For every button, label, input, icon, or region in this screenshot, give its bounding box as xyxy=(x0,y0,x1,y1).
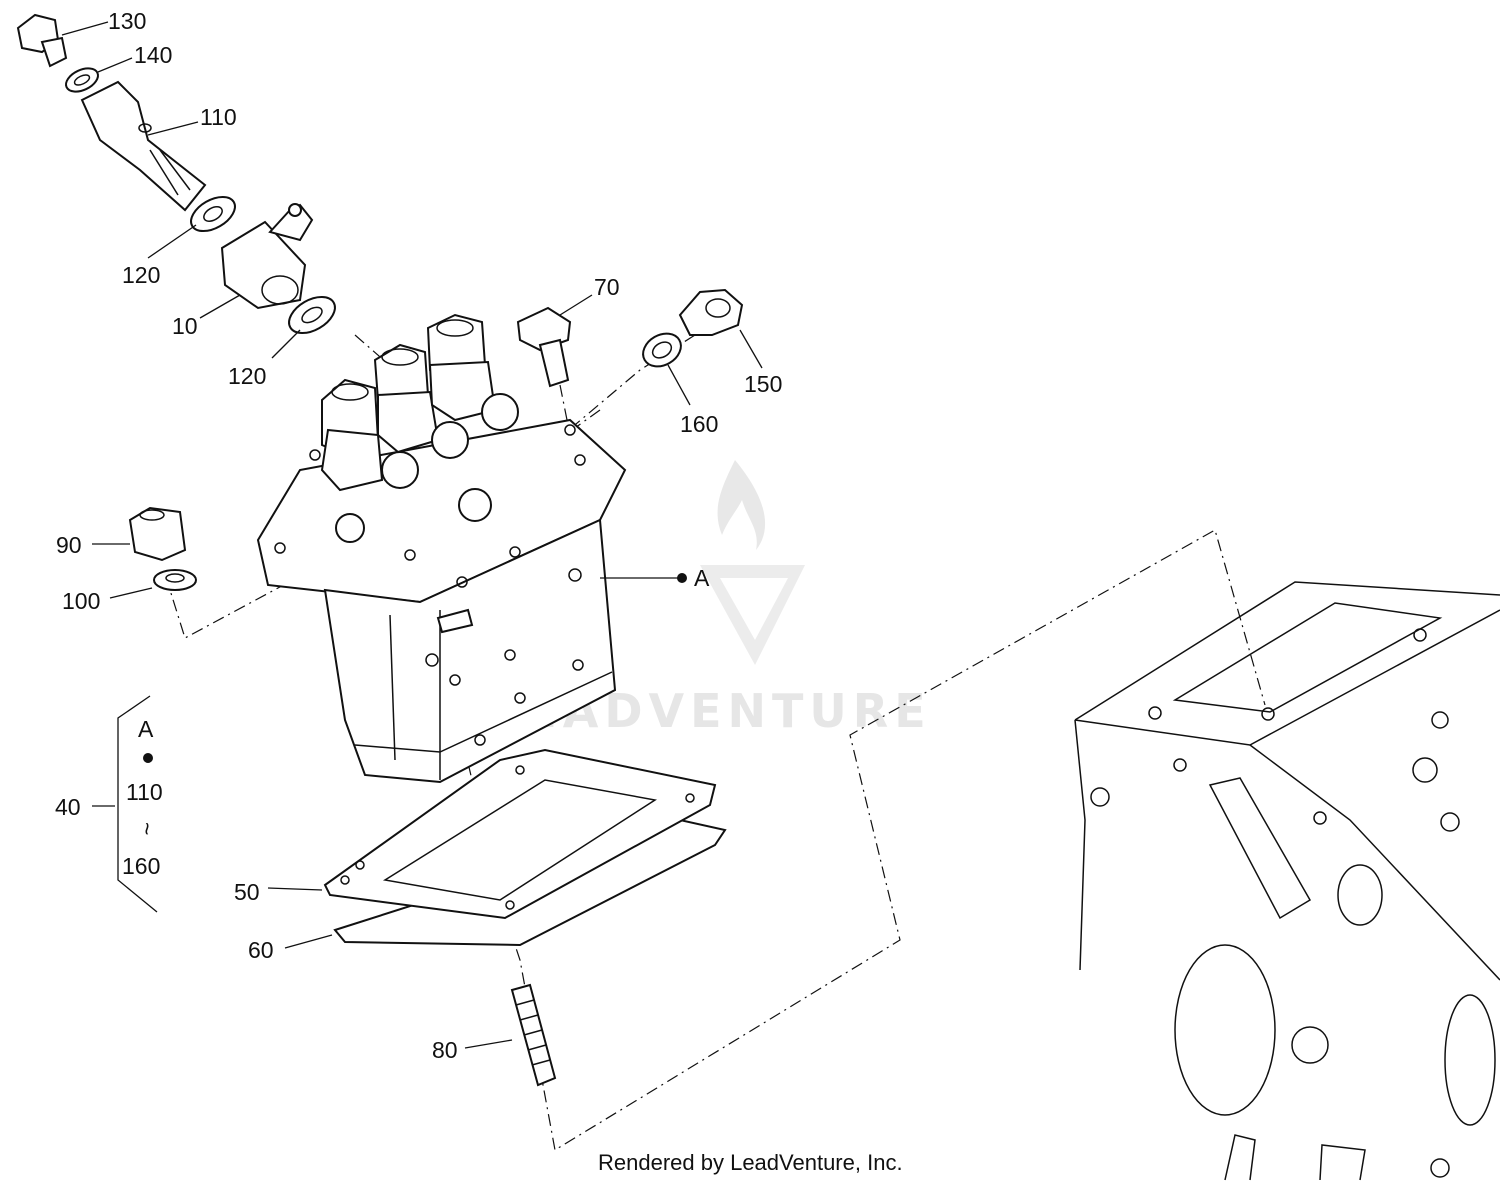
part-100-washer xyxy=(153,569,197,591)
footer-credit: Rendered by LeadVenture, Inc. xyxy=(598,1150,903,1175)
part-110-hollow-bolt xyxy=(80,80,207,212)
label-110: 110 xyxy=(200,104,237,130)
label-150: 150 xyxy=(744,371,782,397)
label-140: 140 xyxy=(134,42,172,68)
assembly-note-tilde: ~ xyxy=(134,822,160,835)
label-120-lower: 120 xyxy=(228,363,266,389)
label-70: 70 xyxy=(594,274,620,300)
part-120-washer-upper xyxy=(190,195,236,233)
label-120-upper: 120 xyxy=(122,262,160,288)
assembly-note-to: 160 xyxy=(122,853,160,879)
label-100: 100 xyxy=(62,588,100,614)
part-150-plug xyxy=(678,288,744,336)
label-50: 50 xyxy=(234,879,260,905)
label-160: 160 xyxy=(680,411,718,437)
part-90-nut xyxy=(128,506,187,562)
assembly-note-ref: A xyxy=(138,716,154,742)
label-60: 60 xyxy=(248,937,274,963)
label-130: 130 xyxy=(108,8,146,34)
label-90: 90 xyxy=(56,532,82,558)
part-160-washer xyxy=(642,332,682,368)
label-40: 40 xyxy=(55,794,81,820)
label-80: 80 xyxy=(432,1037,458,1063)
part-140-washer xyxy=(65,67,99,93)
part-70-screw xyxy=(516,306,572,388)
part-80-stud xyxy=(510,983,557,1087)
assembly-note: A 110 ~ 160 xyxy=(122,716,163,879)
part-10-banjo-fitting xyxy=(220,203,314,310)
part-50-gasket-upper xyxy=(323,748,717,920)
assembly-note-from: 110 xyxy=(126,779,163,805)
leader-lines xyxy=(61,21,763,1049)
part-120-washer-lower xyxy=(288,295,336,335)
injection-pump-body xyxy=(256,313,627,784)
part-130-bolt xyxy=(16,13,68,68)
label-10: 10 xyxy=(172,313,198,339)
engine-block xyxy=(1074,581,1500,1181)
leadventure-watermark-logo xyxy=(700,460,805,665)
label-ref-a: A xyxy=(694,565,710,591)
delivery-valve-holders xyxy=(320,313,497,492)
